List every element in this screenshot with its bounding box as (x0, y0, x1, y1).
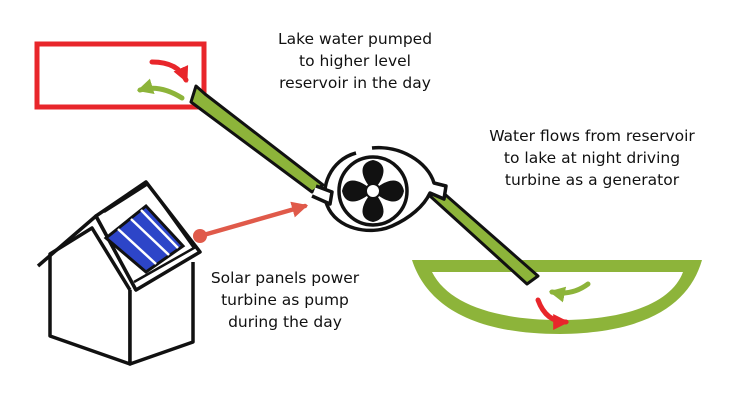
solar-panel-icon (103, 203, 186, 274)
upper-pipe (189, 84, 325, 194)
outflow-arrow-green (136, 78, 185, 101)
power-arrow (197, 201, 309, 239)
house-icon (36, 180, 202, 366)
upper-reservoir (34, 41, 207, 110)
return-arrow-green (548, 281, 591, 303)
lower-lake (412, 260, 702, 334)
inflow-arrow-red (149, 59, 189, 83)
solar-caption: Solar panels power turbine as pump durin… (210, 269, 360, 331)
flow-arrow-red (535, 297, 570, 330)
pumping-caption: Lake water pumped to higher level reserv… (277, 30, 433, 92)
generating-caption: Water flows from reservoir to lake at ni… (489, 127, 695, 189)
turbine-icon (311, 145, 448, 233)
